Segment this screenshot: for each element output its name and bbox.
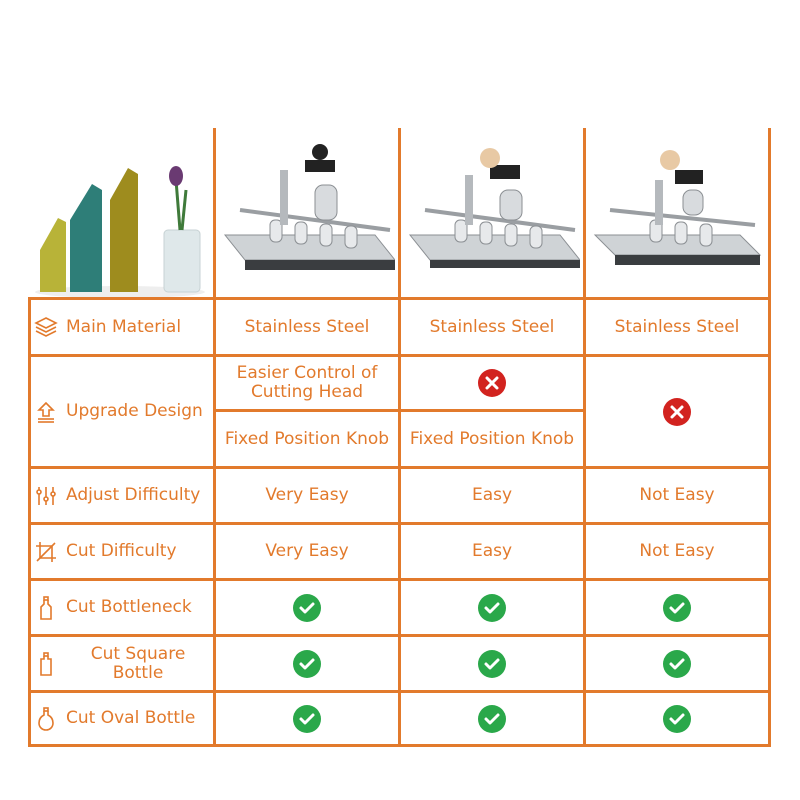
check-cell (586, 581, 768, 634)
product-image-1 (220, 140, 395, 290)
value-cell: Easier Control of Cutting Head (236, 363, 378, 402)
grid-line (28, 522, 771, 525)
value-cell: Very Easy (265, 485, 349, 505)
grid-line (28, 578, 771, 581)
row-label-cut-square-bottle: Cut Square Bottle (34, 637, 210, 690)
product-image-3 (590, 140, 765, 290)
value-cell: Not Easy (639, 485, 715, 505)
row-label-text: Cut Difficulty (66, 541, 177, 561)
grid-line (28, 634, 771, 637)
cross-icon (662, 397, 692, 427)
product-image-2 (405, 140, 580, 290)
value-cell: Stainless Steel (244, 316, 370, 337)
check-icon (292, 704, 322, 734)
row-label-text: Cut Oval Bottle (66, 708, 196, 728)
value-cell: Stainless Steel (429, 316, 555, 337)
row-label-adjust-difficulty: Adjust Difficulty (34, 469, 210, 522)
row-label-text: Cut Square Bottle (90, 643, 186, 683)
check-cell (401, 637, 583, 690)
grid-line (28, 297, 771, 300)
check-cell (586, 693, 768, 744)
row-label-text: Upgrade Design (66, 401, 203, 421)
square-bottle-icon (34, 651, 58, 676)
check-cell (586, 637, 768, 690)
grid-line (398, 128, 401, 746)
row-label-upgrade-design: Upgrade Design (34, 357, 210, 466)
bottle-icon (34, 595, 58, 620)
value-cell: Easy (471, 485, 513, 505)
row-label-text: Cut Bottleneck (66, 597, 192, 617)
grid-line (768, 128, 771, 746)
cross-icon (477, 368, 507, 398)
value-cell: Very Easy (265, 541, 349, 561)
check-cell (216, 581, 398, 634)
row-label-text: Main Material (66, 316, 182, 337)
row-label-text: Adjust Difficulty (66, 485, 201, 505)
grid-line (28, 466, 771, 469)
check-icon (662, 704, 692, 734)
check-icon (292, 593, 322, 623)
value-cell: Fixed Position Knob (409, 428, 575, 449)
cross-cell (586, 357, 768, 466)
check-cell (401, 693, 583, 744)
value-cell: Not Easy (639, 541, 715, 561)
grid-line (583, 128, 586, 746)
check-icon (662, 649, 692, 679)
grid-line (213, 128, 216, 746)
row-label-main-material: Main Material (34, 300, 210, 354)
check-icon (477, 704, 507, 734)
oval-bottle-icon (34, 706, 58, 731)
value-cell: Easy (471, 541, 513, 561)
grid-line (28, 354, 771, 357)
check-icon (477, 593, 507, 623)
upgrade-icon (34, 400, 58, 424)
sliders-icon (34, 484, 58, 508)
check-cell (401, 581, 583, 634)
check-icon (477, 649, 507, 679)
check-icon (662, 593, 692, 623)
layers-icon (34, 315, 58, 339)
grid-line (213, 409, 586, 412)
check-cell (216, 637, 398, 690)
grid-line (28, 744, 771, 747)
check-cell (216, 693, 398, 744)
row-label-cut-difficulty: Cut Difficulty (34, 525, 210, 578)
grid-line (28, 690, 771, 693)
value-cell: Stainless Steel (614, 316, 740, 337)
check-icon (292, 649, 322, 679)
crop-icon (34, 540, 58, 564)
cross-cell (401, 357, 583, 409)
cut-bottles-photo (30, 160, 210, 300)
value-cell: Fixed Position Knob (224, 428, 390, 449)
row-label-cut-oval-bottle: Cut Oval Bottle (34, 693, 210, 744)
row-label-cut-bottleneck: Cut Bottleneck (34, 581, 210, 634)
